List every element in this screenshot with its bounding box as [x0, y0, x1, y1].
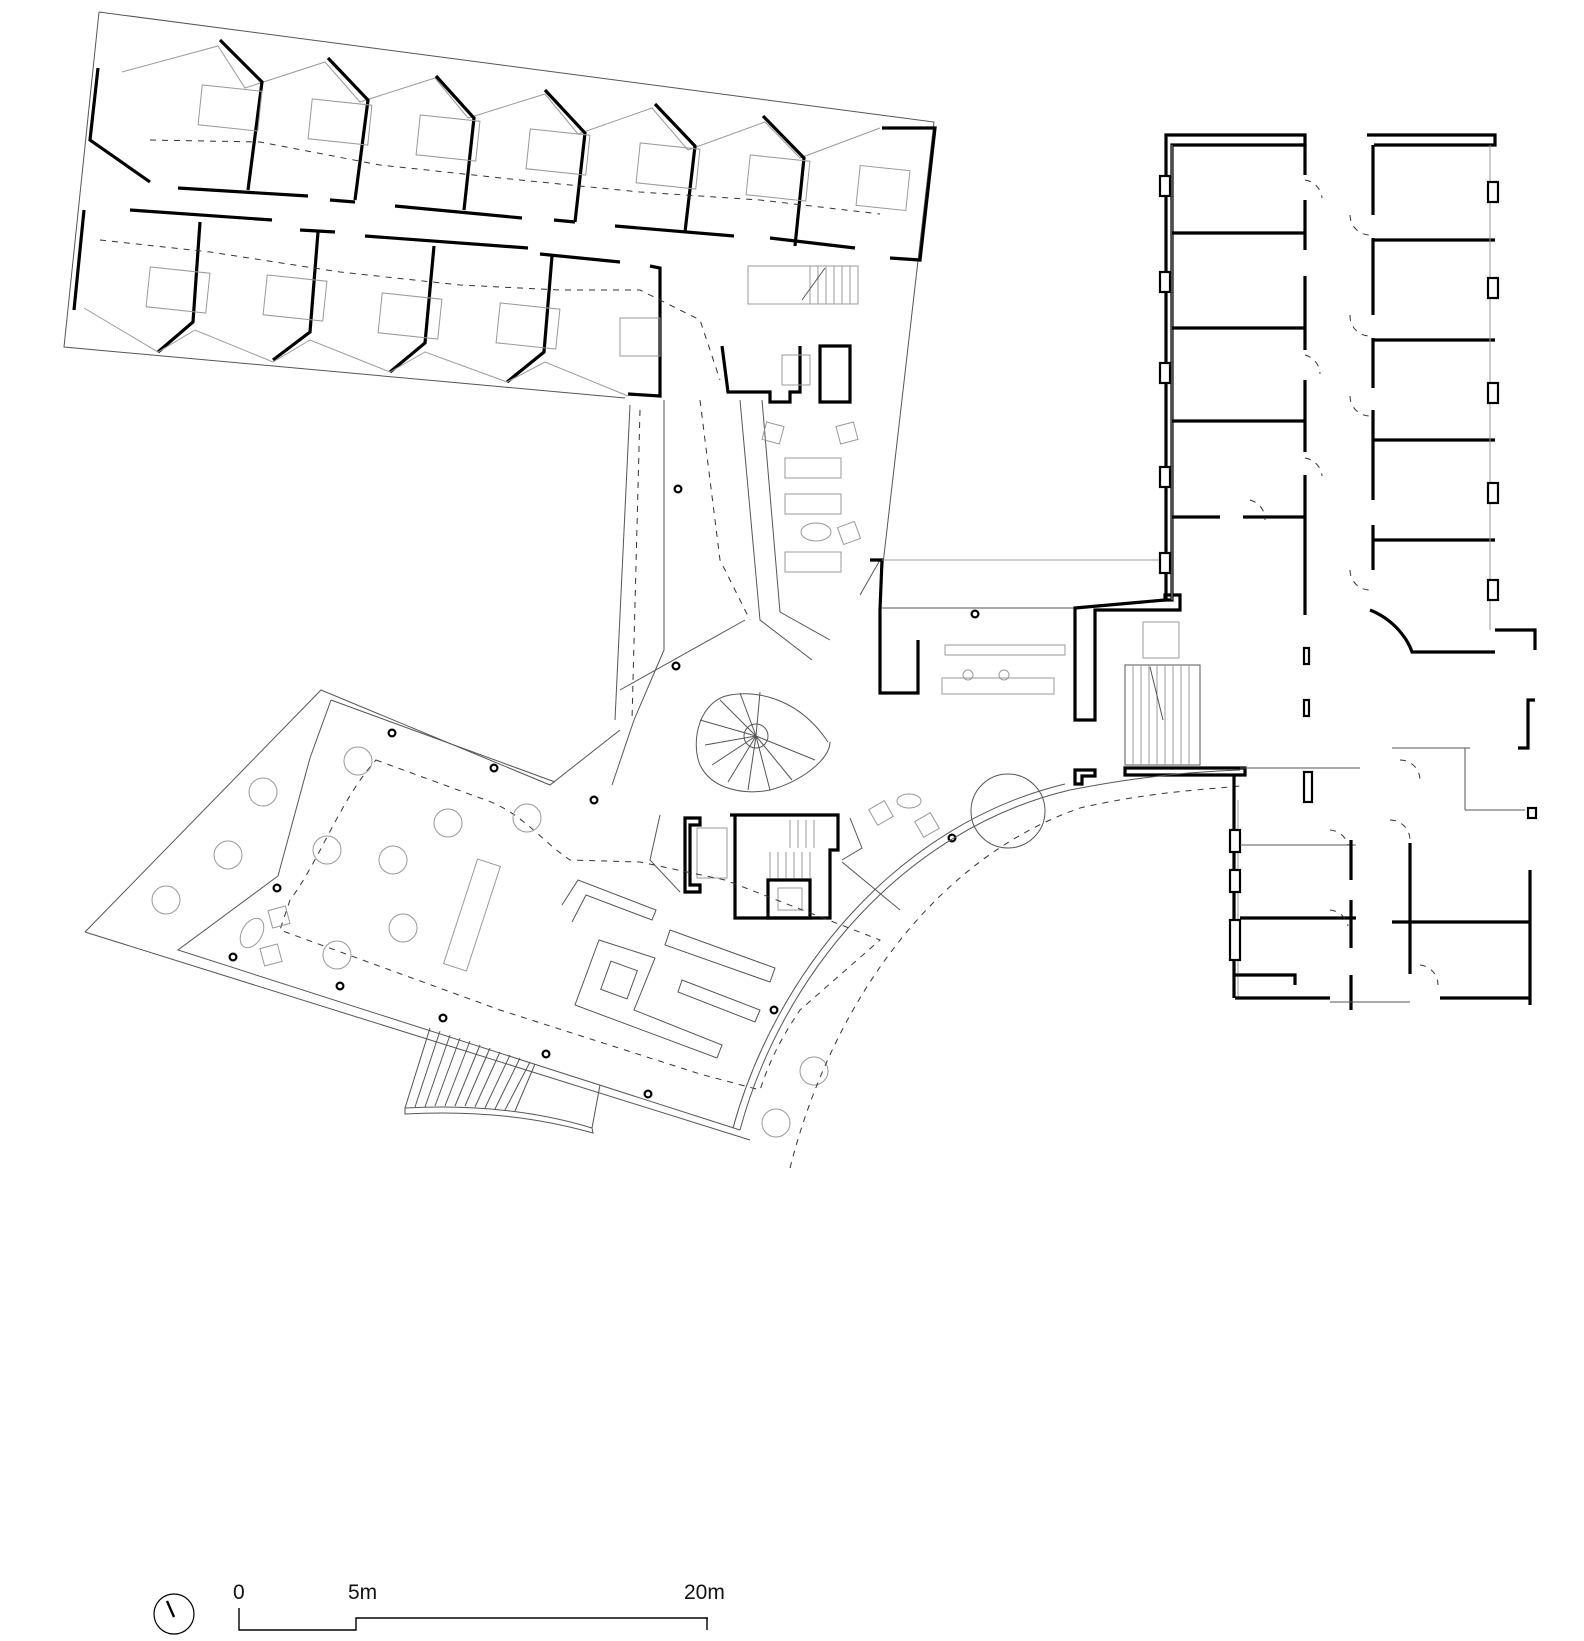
spiral-stair: [695, 691, 831, 793]
north-wing: [63, 11, 937, 591]
dining-hall: [84, 689, 957, 1141]
scale-label-0: 0: [233, 1581, 245, 1604]
east-wing: [1158, 133, 1538, 1010]
round-tables: [151, 746, 829, 1138]
entrance-stair: [404, 1027, 601, 1134]
north-arrow-icon: [152, 1592, 195, 1635]
round-tower: [970, 773, 1046, 849]
scale-bar: [238, 1606, 708, 1632]
service-block: [870, 558, 1247, 786]
scale-label-5m: 5m: [348, 1581, 378, 1604]
stair-core: [649, 813, 901, 920]
scale-label-20m: 20m: [684, 1581, 725, 1604]
terrace: [732, 769, 1241, 1169]
bar-counter: [561, 879, 776, 1059]
lounge: [611, 399, 881, 786]
